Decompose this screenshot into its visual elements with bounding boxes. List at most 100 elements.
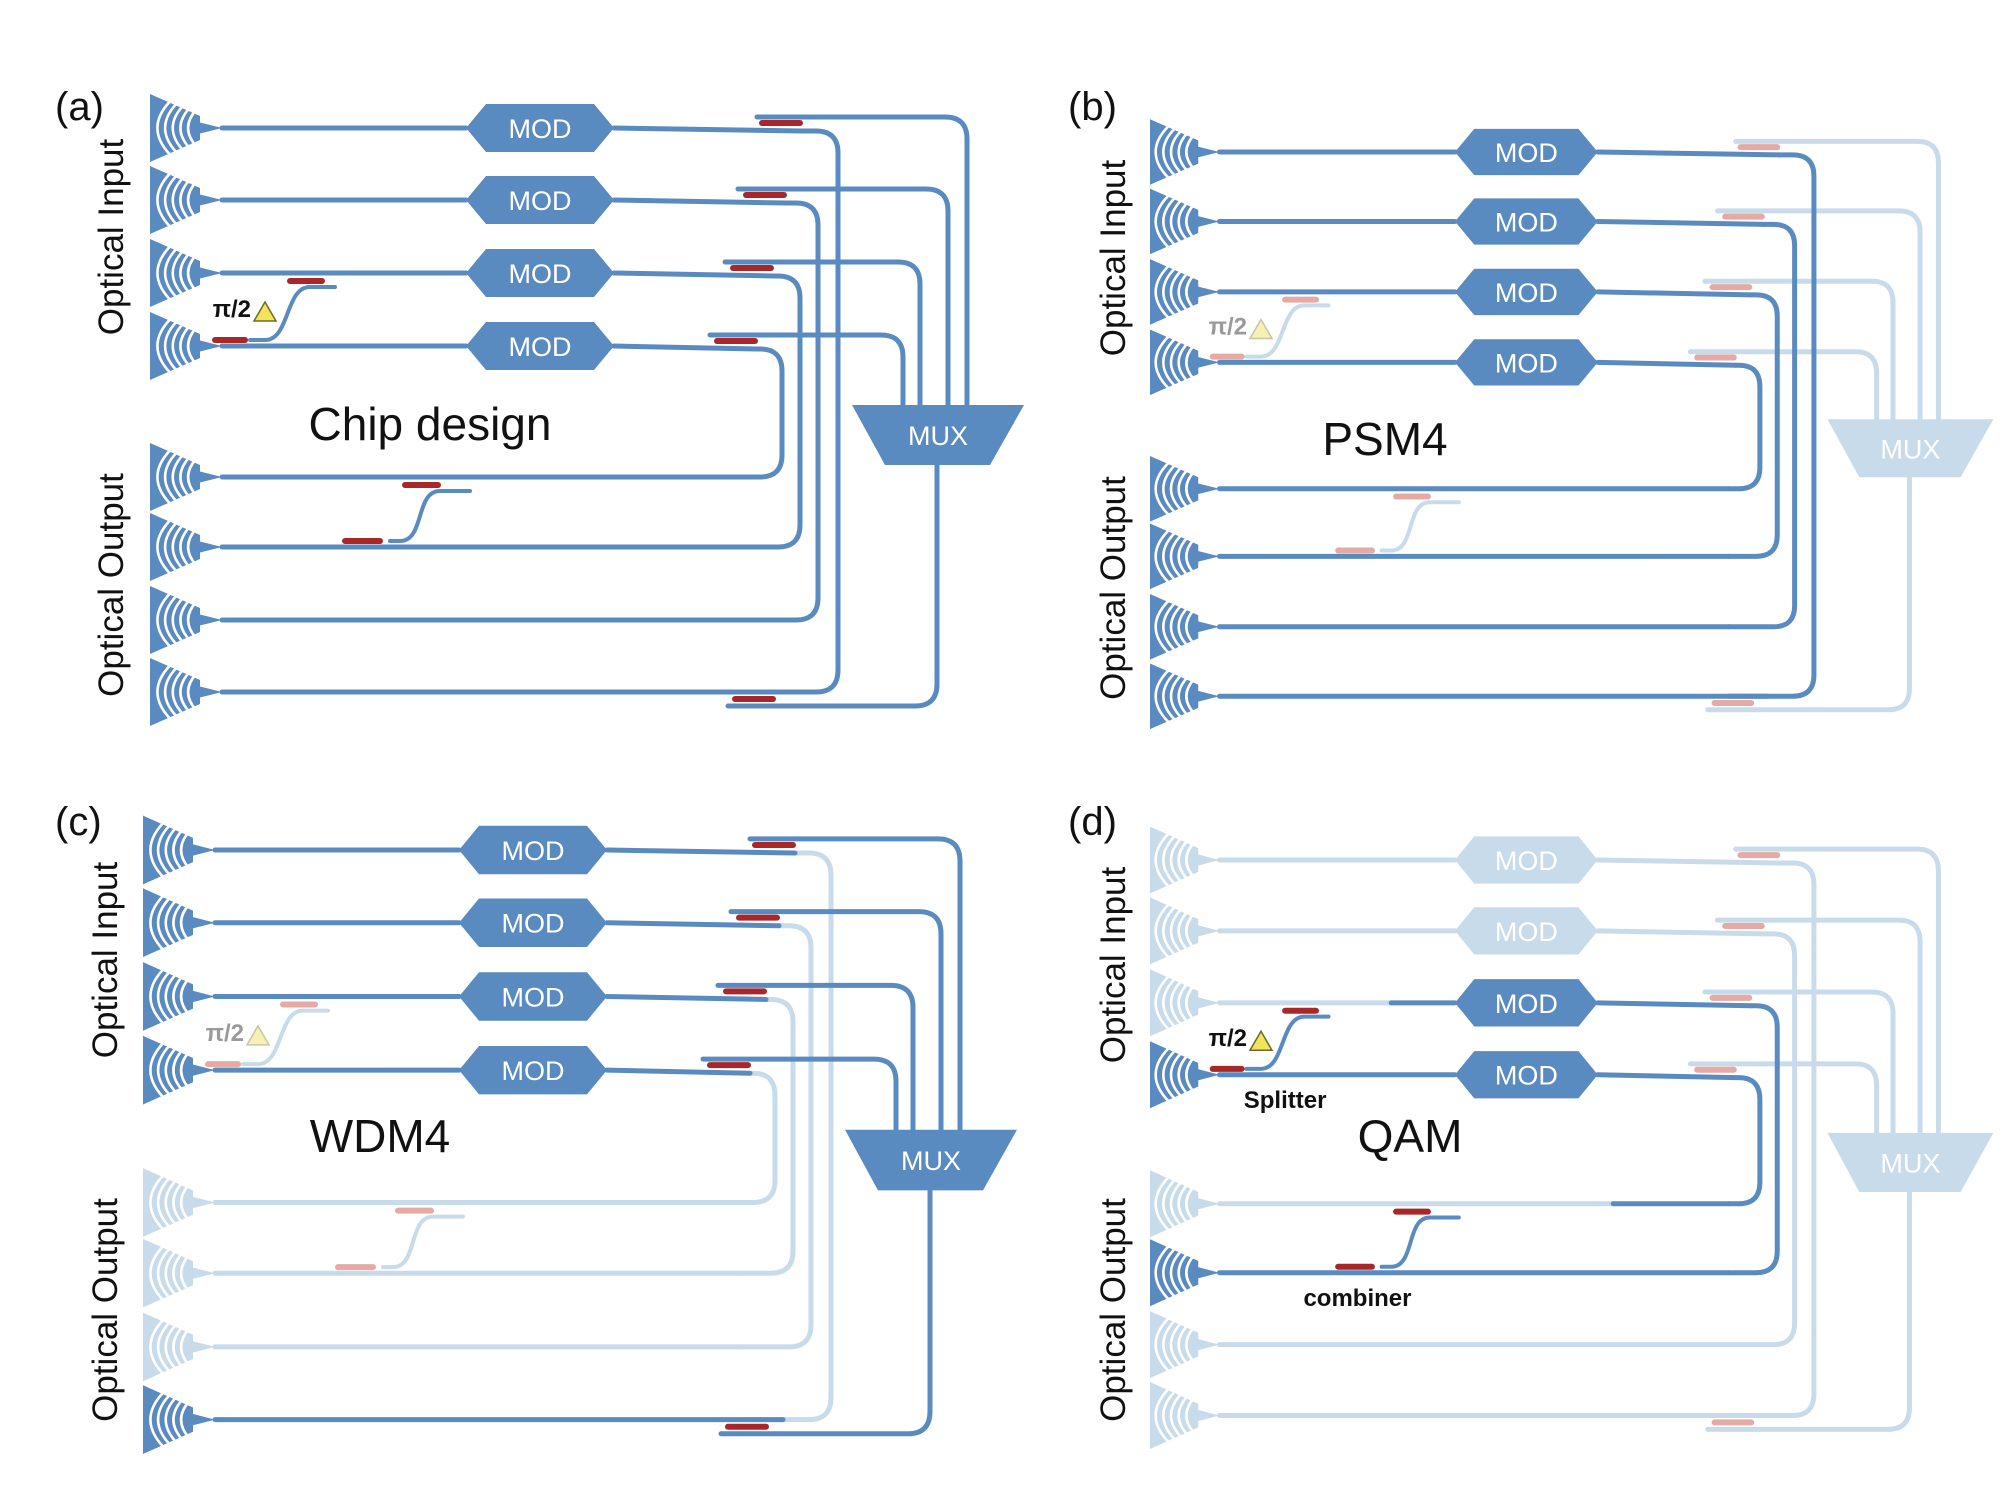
optical-input-label: Optical Input [86,861,125,1058]
mod-output-waveguide-4 [1595,1072,1739,1081]
bus-waveguide-4 [1726,1075,1763,1207]
input-grating-coupler-2 [1150,188,1220,255]
modulator-label: MOD [502,836,565,866]
modulator-label: MOD [509,259,572,289]
dc-arm-1 [747,836,963,1133]
modulator-1: MOD [1454,836,1598,884]
modulator-label: MOD [1495,1061,1558,1091]
bus-waveguide-1 [1726,152,1817,699]
optical-output-label: Optical Output [1094,1198,1133,1422]
multiplexer-label: MUX [901,1146,961,1176]
input-grating-coupler-3 [143,962,215,1031]
phase-shifter-icon [245,1024,271,1046]
panel-title: Chip design [309,398,552,450]
output-grating-coupler-1 [1150,455,1220,522]
modulator-3: MOD [466,249,614,297]
phase-shifter-icon [1248,1029,1274,1051]
mod-output-waveguide-1 [604,847,798,856]
optical-input-label: Optical Input [92,138,131,335]
modulator-label: MOD [1495,207,1558,237]
mod-output-waveguide-3 [611,270,776,279]
panel-tag: (b) [1068,85,1117,129]
modulator-2: MOD [459,898,607,947]
bus-waveguide-2 [740,923,814,1350]
dc-arm-2 [735,186,951,408]
mod-output-waveguide-4 [604,1067,753,1076]
optical-input-label: Optical Input [1094,866,1133,1063]
mux-output-waveguide [718,1187,933,1437]
phase-shift-label: π/2 [213,296,251,323]
input-grating-coupler-2 [143,888,215,958]
combiner-label: combiner [1303,1285,1411,1312]
multiplexer-label: MUX [908,421,968,451]
modulator-4: MOD [459,1045,607,1095]
modulator-4: MOD [1454,339,1598,386]
phase-shift-label: π/2 [206,1020,244,1047]
output-grating-coupler-3 [1150,1311,1220,1379]
modulator-label: MOD [502,1056,565,1086]
modulator-label: MOD [1495,348,1558,378]
optical-output-label: Optical Output [92,473,131,697]
output-grating-coupler-4 [150,658,222,726]
output-grating-coupler-2 [1150,1239,1220,1307]
combiner-waveguide [1379,500,1461,553]
panel-title: QAM [1358,1110,1463,1162]
modulator-label: MOD [509,332,572,362]
phase-shifter-icon [252,300,278,322]
multiplexer-label: MUX [1880,1148,1940,1178]
modulator-label: MOD [502,909,565,939]
multiplexer-label: MUX [1880,434,1940,464]
panel-tag: (d) [1068,800,1117,844]
mod-output-waveguide-2 [1595,928,1767,937]
modulator-label: MOD [1495,846,1558,876]
bus-waveguide-4 [740,1070,778,1205]
splitter-waveguide [248,285,337,342]
output-grating-coupler-2 [1150,523,1220,590]
panel-title: WDM4 [310,1110,451,1162]
output-grating-coupler-1 [143,1168,215,1237]
output-grating-coupler-4 [1150,1382,1220,1450]
dc-arm-1 [1733,138,1941,422]
output-grating-coupler-3 [150,586,222,654]
bus-waveguide-2 [1726,221,1798,630]
input-grating-coupler-1 [150,94,222,162]
bus-waveguide-3 [1726,1003,1780,1276]
modulator-2: MOD [1454,907,1598,955]
splitter-label: Splitter [1244,1087,1327,1114]
bus-waveguide-1 [747,128,841,695]
phase-shifter-icon [1248,318,1274,340]
splitter-waveguide [1244,1014,1331,1071]
output-grating-coupler-2 [150,513,222,581]
input-grating-coupler-1 [143,815,215,885]
output-grating-coupler-2 [143,1238,215,1308]
modulator-4: MOD [466,322,614,370]
bus-waveguide-3 [1726,292,1780,559]
output-grating-coupler-3 [143,1312,215,1382]
optical-input-label: Optical Input [1094,159,1133,356]
input-grating-coupler-4 [1150,1041,1220,1109]
bus-waveguide-3 [740,996,796,1276]
dc-arm-1 [754,114,970,408]
modulator-label: MOD [509,114,572,144]
mod-output-waveguide-4 [1595,359,1739,368]
dc-arm-3 [722,259,923,408]
combiner-waveguide [1379,1215,1461,1269]
mod-output-waveguide-4 [611,343,760,352]
modulator-1: MOD [459,825,607,875]
bus-waveguide-4 [1726,362,1763,492]
bus-waveguide-1 [1726,860,1817,1419]
mod-output-waveguide-3 [1595,1000,1754,1009]
panel-title: PSM4 [1322,413,1447,465]
input-grating-coupler-4 [150,312,222,380]
multiplexer: MUX [845,1129,1017,1191]
multiplexer: MUX [1827,419,1994,478]
multiplexer: MUX [1827,1132,1994,1192]
optical-output-label: Optical Output [86,1198,125,1422]
mod-output-waveguide-2 [611,197,789,206]
input-grating-coupler-1 [1150,826,1220,894]
modulator-label: MOD [1495,138,1558,168]
